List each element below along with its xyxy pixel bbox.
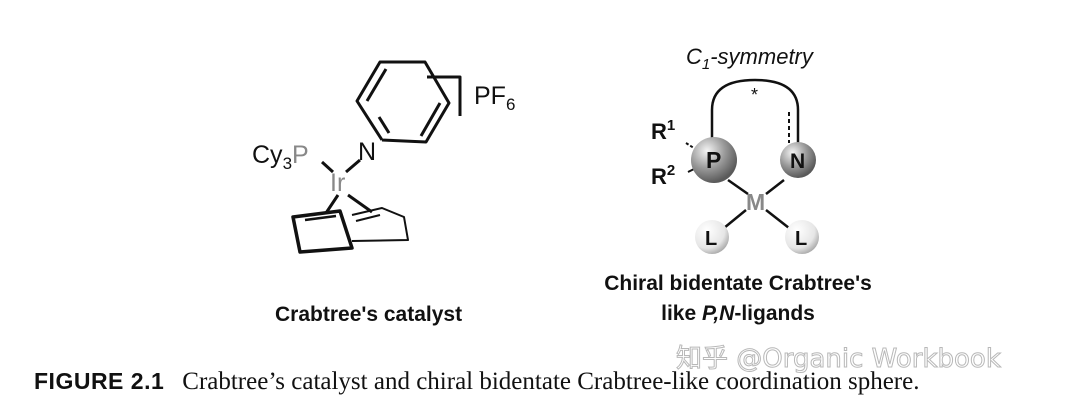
counterion-bracket [427, 75, 462, 116]
cod-ligand [291, 193, 409, 254]
ligand-right-atom: L [795, 228, 807, 250]
phosphine-label: Cy3P [252, 141, 309, 173]
watermark: 知乎 @Organic Workbook [676, 344, 1002, 375]
nitrogen-sphere [780, 142, 816, 178]
counterion-pf: PF6 [474, 82, 515, 114]
figure-number: FIGURE 2.1 [34, 368, 165, 394]
m-l-left-bond [723, 209, 747, 229]
symmetry-label: C1-symmetry [686, 44, 815, 73]
m-l-right-bond [765, 209, 790, 229]
nitrogen-atom: N [790, 150, 805, 173]
ligand-backbone [710, 78, 800, 150]
pyridine-nitrogen: N [358, 138, 376, 166]
chiral-ligand-label-line1: Chiral bidentate Crabtree's [604, 272, 872, 295]
caption-text: Crabtree’s catalyst and chiral bidentate… [182, 368, 920, 395]
p-m-bond [727, 178, 749, 196]
r2-label: R2 [651, 162, 675, 189]
metal-atom: M [746, 189, 765, 215]
n-m-bond [765, 179, 785, 195]
stereocenter-mark: * [751, 85, 758, 105]
p-ir-bond [320, 160, 335, 174]
crabtree-catalyst-label: Crabtree's catalyst [275, 303, 462, 326]
chiral-ligand-label-line2: like P,N-ligands [661, 302, 815, 325]
figure-caption: FIGURE 2.1 Crabtree’s catalyst and chiral… [34, 368, 1074, 396]
r1-label: R1 [651, 117, 675, 144]
iridium-atom: Ir [330, 169, 345, 197]
n-ir-bond [345, 158, 361, 174]
phosphorus-sphere [691, 137, 737, 183]
ligand-right-sphere [785, 220, 819, 254]
r1-hashed-bond [685, 142, 701, 153]
chiral-pn-ligand-structure: C1-symmetry * R1 R2 P N M L L Chiral bid… [604, 44, 872, 325]
ligand-left-atom: L [705, 228, 717, 250]
crabtree-catalyst-structure [291, 60, 462, 254]
phosphorus-atom: P [706, 147, 721, 173]
ligand-left-sphere [695, 220, 729, 254]
pyridine-ring [355, 60, 451, 144]
